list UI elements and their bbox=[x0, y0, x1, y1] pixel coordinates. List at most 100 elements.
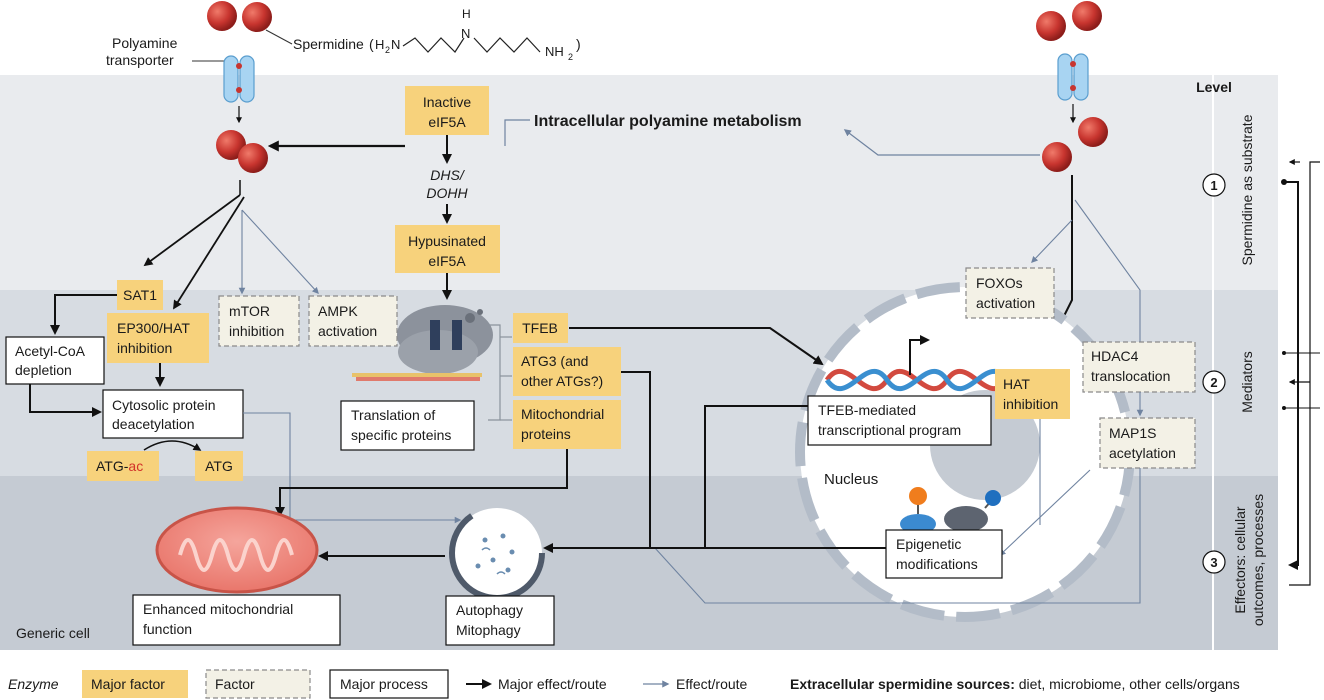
map1s-box bbox=[1099, 417, 1196, 469]
svg-text:transcriptional program: transcriptional program bbox=[818, 422, 961, 438]
svg-text:deacetylation: deacetylation bbox=[112, 416, 195, 432]
svg-text:inhibition: inhibition bbox=[229, 323, 284, 339]
legend-major-process bbox=[329, 669, 449, 699]
svg-text:specific proteins: specific proteins bbox=[351, 427, 451, 443]
histone-icon bbox=[900, 487, 1001, 534]
svg-text:FOXOs: FOXOs bbox=[976, 275, 1023, 291]
hdac4-box bbox=[1082, 341, 1196, 393]
level-2-badge bbox=[1202, 370, 1226, 394]
level-title: Level bbox=[1196, 79, 1232, 95]
svg-text:activation: activation bbox=[976, 295, 1035, 311]
svg-text:Epigenetic: Epigenetic bbox=[896, 536, 961, 552]
svg-text:Hypusinated: Hypusinated bbox=[408, 233, 486, 249]
svg-text:Acetyl-CoA: Acetyl-CoA bbox=[15, 343, 86, 359]
svg-text:modifications: modifications bbox=[896, 556, 978, 572]
formula-chain bbox=[402, 37, 465, 53]
level-2-label: Mediators bbox=[1239, 351, 1255, 412]
spermidine-label: Spermidine bbox=[293, 36, 364, 52]
svg-text:Translation of: Translation of bbox=[351, 407, 435, 423]
hypusinated-eif5a-box bbox=[395, 225, 500, 273]
spermidine-molecule-icon bbox=[1072, 1, 1102, 31]
svg-text:EP300/HAT: EP300/HAT bbox=[117, 320, 190, 336]
svg-text:Enhanced mitochondrial: Enhanced mitochondrial bbox=[143, 601, 293, 617]
spermidine-molecule-icon bbox=[207, 1, 237, 31]
svg-text:ATG: ATG bbox=[205, 458, 233, 474]
metabolism-title: Intracellular polyamine metabolism bbox=[534, 113, 802, 130]
legend-enzyme: Enzyme bbox=[8, 676, 59, 692]
spermidine-molecule-icon bbox=[216, 130, 246, 160]
svg-text:transporter: transporter bbox=[106, 52, 174, 68]
svg-text:outcomes, processes: outcomes, processes bbox=[1250, 494, 1266, 626]
generic-cell-label: Generic cell bbox=[16, 625, 90, 641]
level-1-label: Spermidine as substrate bbox=[1239, 114, 1255, 265]
svg-text:2: 2 bbox=[1210, 375, 1217, 390]
svg-text:SAT1: SAT1 bbox=[123, 287, 157, 303]
foxos-box bbox=[965, 267, 1055, 319]
cytosolic-deacetylation-box bbox=[102, 389, 244, 439]
spermidine-molecule-icon bbox=[1036, 11, 1066, 41]
svg-text:Autophagy: Autophagy bbox=[456, 602, 523, 618]
enhanced-mito-box bbox=[132, 594, 341, 646]
svg-text:TFEB: TFEB bbox=[522, 320, 558, 336]
svg-text:mTOR: mTOR bbox=[229, 303, 270, 319]
sat1-box bbox=[117, 280, 163, 310]
level1-band bbox=[0, 75, 1278, 290]
level-3-badge bbox=[1202, 550, 1226, 574]
dhs-dohh-enzyme: DHS/ bbox=[430, 167, 466, 183]
svg-text:activation: activation bbox=[318, 323, 377, 339]
legend-sources: Extracellular spermidine sources: diet, … bbox=[790, 676, 1240, 692]
mitochondrion-icon bbox=[155, 506, 319, 594]
svg-text:(: ( bbox=[369, 36, 374, 52]
polyamine-transporter-icon bbox=[223, 55, 255, 103]
svg-text:Mitochondrial: Mitochondrial bbox=[521, 406, 604, 422]
svg-text:acetylation: acetylation bbox=[1109, 445, 1176, 461]
spermidine-molecule-icon bbox=[238, 143, 268, 173]
level-bracket bbox=[1289, 161, 1320, 586]
svg-text:Inactive: Inactive bbox=[423, 94, 471, 110]
svg-text:inhibition: inhibition bbox=[1003, 396, 1058, 412]
svg-text:2: 2 bbox=[568, 52, 573, 62]
svg-text:eIF5A: eIF5A bbox=[428, 253, 466, 269]
svg-text:function: function bbox=[143, 621, 192, 637]
acetyl-coa-box bbox=[5, 336, 105, 385]
dna-helix-icon bbox=[824, 369, 1010, 391]
legend-major-factor bbox=[82, 670, 188, 698]
svg-text:Mitophagy: Mitophagy bbox=[456, 622, 521, 638]
hat-inhibition-box bbox=[995, 369, 1070, 419]
legend-factor bbox=[205, 669, 311, 699]
svg-text:Major factor: Major factor bbox=[91, 676, 165, 692]
spermidine-molecule-icon bbox=[1042, 142, 1072, 172]
svg-text:AMPK: AMPK bbox=[318, 303, 358, 319]
level-3-label: Effectors: cellular bbox=[1232, 506, 1248, 613]
svg-text:ATG3 (and: ATG3 (and bbox=[521, 353, 588, 369]
translation-box bbox=[340, 400, 475, 451]
svg-text:1: 1 bbox=[1210, 178, 1217, 193]
mitochondrial-proteins-box bbox=[513, 400, 621, 449]
spermidine-molecule-icon bbox=[1078, 117, 1108, 147]
epigenetic-box bbox=[885, 529, 1003, 579]
svg-text:NH: NH bbox=[545, 44, 564, 59]
svg-text:H: H bbox=[375, 37, 384, 52]
svg-text:translocation: translocation bbox=[1091, 368, 1170, 384]
autophagosome-icon bbox=[449, 505, 545, 601]
polyamine-transporter-icon bbox=[1057, 53, 1089, 101]
svg-text:Factor: Factor bbox=[215, 676, 255, 692]
tfeb-box bbox=[513, 313, 568, 343]
svg-text:depletion: depletion bbox=[15, 362, 72, 378]
atg-box bbox=[195, 451, 243, 481]
ampk-box bbox=[308, 295, 398, 347]
svg-text:Major effect/route: Major effect/route bbox=[498, 676, 607, 692]
svg-text:3: 3 bbox=[1210, 555, 1217, 570]
ribosome-icon bbox=[352, 305, 493, 381]
svg-text:inhibition: inhibition bbox=[117, 340, 172, 356]
spermidine-molecule-icon bbox=[242, 2, 272, 32]
atg3-box bbox=[513, 347, 621, 396]
svg-text:eIF5A: eIF5A bbox=[428, 114, 466, 130]
svg-text:): ) bbox=[576, 36, 581, 52]
svg-text:MAP1S: MAP1S bbox=[1109, 425, 1156, 441]
svg-text:N: N bbox=[391, 37, 400, 52]
svg-text:Polyamine: Polyamine bbox=[112, 35, 178, 51]
svg-text:HAT: HAT bbox=[1003, 376, 1030, 392]
